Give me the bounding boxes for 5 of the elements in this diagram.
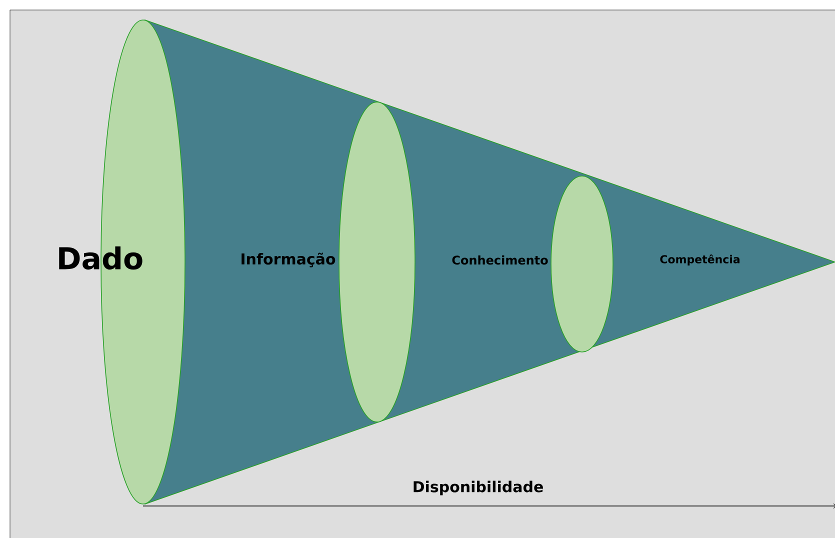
stage-label: Competência xyxy=(660,254,740,266)
stage-label: Dado xyxy=(59,246,142,270)
stage-label: Informação xyxy=(242,252,336,268)
stage-label: Conhecimento xyxy=(452,255,548,265)
axis-label: Disponibilidade xyxy=(414,480,543,496)
